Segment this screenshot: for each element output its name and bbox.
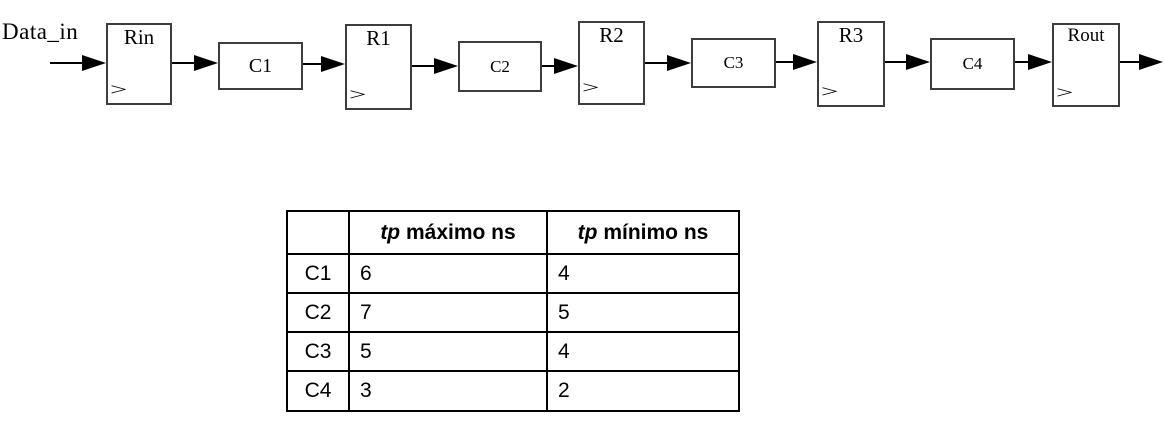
table-row-c3: C3 5 4 — [286, 331, 740, 372]
register-label: R3 — [838, 23, 864, 47]
arrow-shaft — [303, 63, 329, 65]
arrow-right-icon — [554, 58, 578, 74]
comb-block-label: C3 — [723, 53, 744, 72]
arrow-shaft — [50, 62, 90, 64]
arrow-shaft — [1120, 61, 1147, 63]
register-r3: R3 > — [817, 21, 885, 107]
table-row-c2: C2 7 5 — [286, 292, 740, 333]
comb-block-c3: C3 — [691, 38, 776, 88]
row-label: C1 — [286, 253, 350, 294]
comb-block-c4: C4 — [930, 38, 1015, 90]
register-r2: R2 > — [578, 21, 645, 105]
arrow-right-icon — [906, 54, 930, 70]
row-label: C4 — [286, 370, 350, 412]
register-label: R2 — [599, 23, 624, 47]
arrow-right-icon — [1139, 54, 1163, 70]
arrow-right-icon — [82, 55, 106, 71]
tp-max-value: 6 — [348, 253, 548, 294]
timing-table: tp máximo ns tp mínimo ns C1 6 4 C2 7 5 … — [286, 210, 740, 412]
table-row-c1: C1 6 4 — [286, 253, 740, 294]
tp-min-value: 4 — [546, 331, 740, 372]
row-label: C3 — [286, 331, 350, 372]
header-max-text: máximo ns — [400, 220, 516, 244]
comb-block-label: C4 — [962, 54, 983, 73]
arrow-shaft — [172, 62, 202, 64]
register-label: Rin — [123, 25, 155, 49]
clock-edge-icon: > — [821, 82, 839, 101]
tp-max-value: 7 — [348, 292, 548, 333]
clock-edge-icon: > — [349, 85, 367, 104]
arrow-right-icon — [1028, 54, 1052, 70]
register-r1: R1 > — [345, 24, 412, 110]
register-rout: Rout > — [1052, 23, 1120, 107]
comb-block-label: C2 — [490, 56, 510, 76]
header-blank-cell — [286, 210, 350, 255]
register-label: Rout — [1067, 25, 1105, 46]
tp-symbol: tp — [577, 220, 598, 244]
arrow-right-icon — [321, 56, 345, 72]
arrow-right-icon — [667, 55, 691, 71]
clock-edge-icon: > — [1056, 83, 1074, 102]
header-min-text: mínimo ns — [597, 220, 709, 244]
register-rin: Rin > — [106, 23, 172, 105]
header-tp-min: tp mínimo ns — [546, 210, 740, 255]
comb-block-label: C1 — [248, 54, 273, 77]
arrow-shaft — [412, 65, 442, 67]
clock-edge-icon: > — [110, 80, 128, 99]
arrow-shaft — [885, 61, 914, 63]
clock-edge-icon: > — [582, 78, 600, 97]
arrow-shaft — [645, 62, 675, 64]
arrow-right-icon — [194, 55, 218, 71]
tp-min-value: 5 — [546, 292, 740, 333]
tp-max-value: 3 — [348, 370, 548, 412]
table-row-c4: C4 3 2 — [286, 370, 740, 412]
arrow-shaft — [1015, 61, 1036, 63]
comb-block-c1: C1 — [218, 42, 303, 90]
input-signal-label: Data_in — [2, 19, 79, 44]
table-header-row: tp máximo ns tp mínimo ns — [286, 210, 740, 255]
arrow-right-icon — [793, 54, 817, 70]
tp-min-value: 2 — [546, 370, 740, 412]
tp-min-value: 4 — [546, 253, 740, 294]
arrow-shaft — [542, 65, 562, 67]
row-label: C2 — [286, 292, 350, 333]
register-label: R1 — [366, 26, 391, 50]
comb-block-c2: C2 — [458, 41, 542, 92]
arrow-shaft — [776, 61, 801, 63]
tp-symbol: tp — [380, 220, 401, 244]
arrow-right-icon — [434, 58, 458, 74]
header-tp-max: tp máximo ns — [348, 210, 548, 255]
tp-max-value: 5 — [348, 331, 548, 372]
